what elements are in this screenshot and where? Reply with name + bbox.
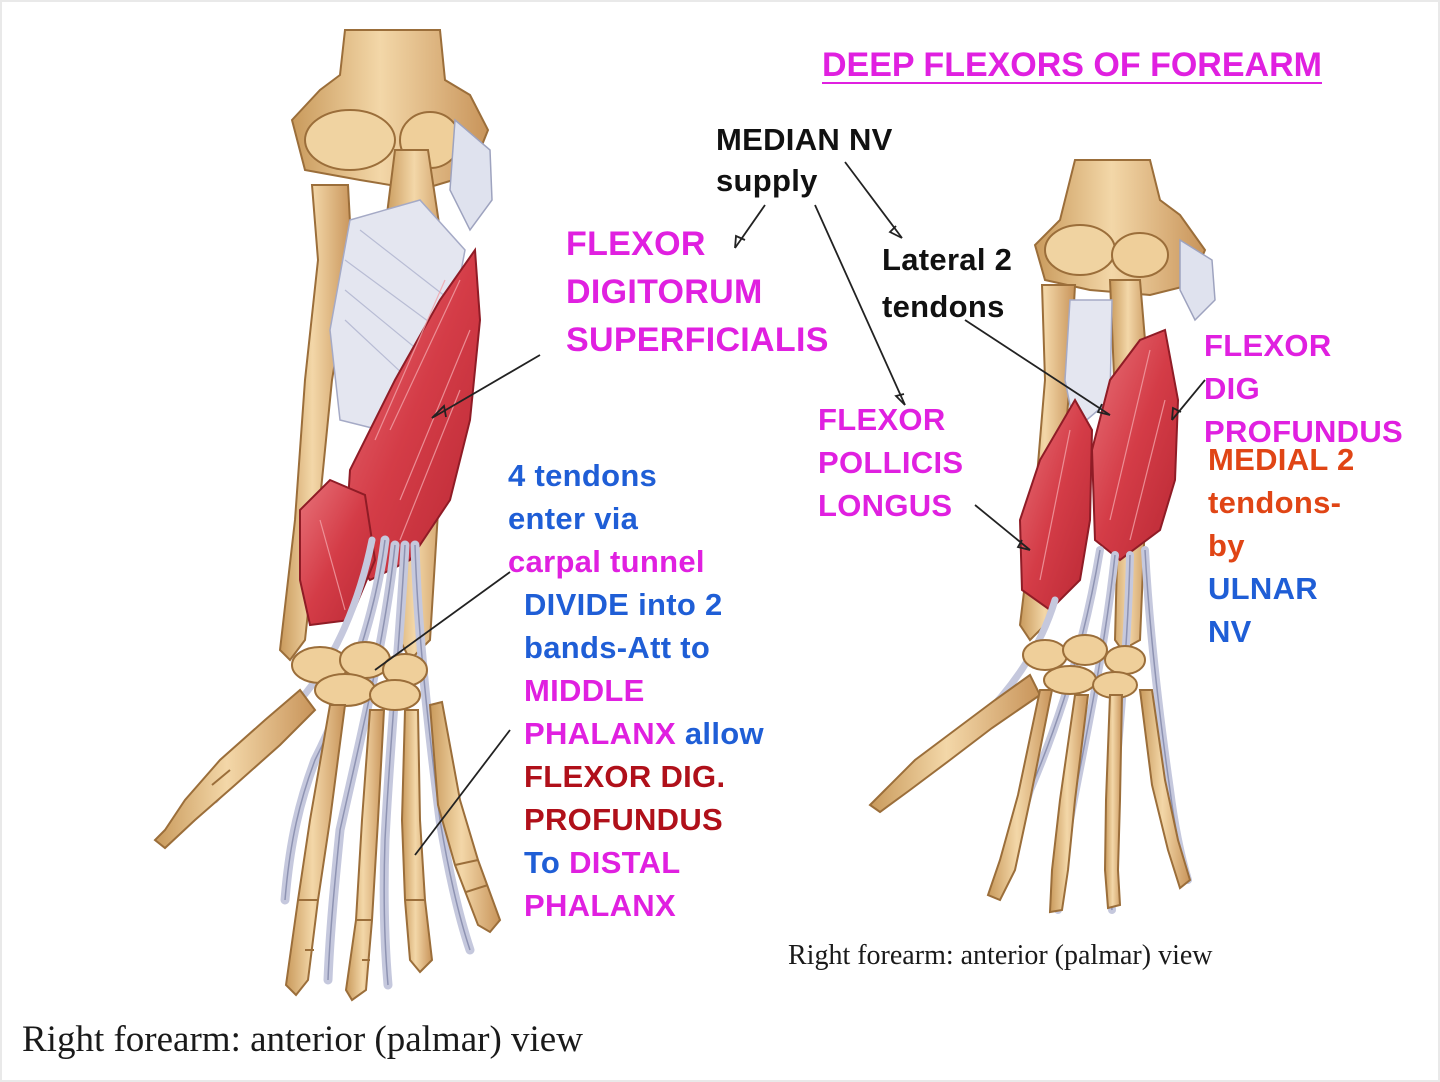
tendons-note-line10-distal: DISTAL xyxy=(569,845,681,880)
tendons-note-line7-phalanx: PHALANX xyxy=(524,716,676,751)
fpl-line1: FLEXOR xyxy=(818,402,946,437)
fdp-line1: FLEXOR xyxy=(1204,328,1332,363)
medial-tendons-line4: ULNAR xyxy=(1208,571,1318,606)
caption-right: Right forearm: anterior (palmar) view xyxy=(788,940,1213,971)
median-nerve-line2: supply xyxy=(716,163,818,198)
tendons-note-line7: PHALANX allow xyxy=(524,712,764,755)
tendons-note-line5: bands-Att to xyxy=(524,630,711,665)
tendons-note: 4 tendons enter via carpal tunnel xyxy=(508,454,705,583)
tendons-note-line11: PHALANX xyxy=(524,888,676,923)
fds-line3: SUPERFICIALIS xyxy=(566,321,829,359)
left-forearm xyxy=(153,29,502,1002)
caption-left: Right forearm: anterior (palmar) view xyxy=(22,1019,583,1060)
tendons-note-line3: carpal tunnel xyxy=(508,544,705,579)
lateral-tendons-label: Lateral 2 tendons xyxy=(882,238,1012,328)
tendons-note-line7-allow: allow xyxy=(675,716,764,751)
tendons-note-line4: DIVIDE into 2 xyxy=(524,587,723,622)
fpl-line2: POLLICIS xyxy=(818,445,964,480)
median-nerve-label: MEDIAN NV supply xyxy=(716,118,893,202)
fdp-label: FLEXOR DIG PROFUNDUS xyxy=(1204,324,1403,453)
tendons-note-line1: 4 tendons xyxy=(508,458,658,493)
fdp-line3: PROFUNDUS xyxy=(1204,414,1404,449)
fds-label: FLEXOR DIGITORUM SUPERFICIALIS xyxy=(566,220,829,364)
tendons-note-line6: MIDDLE xyxy=(524,673,645,708)
fpl-label: FLEXOR POLLICIS LONGUS xyxy=(818,398,963,527)
median-nerve-line1: MEDIAN NV xyxy=(716,122,893,157)
lateral-tendons-line1: Lateral 2 xyxy=(882,242,1013,277)
medial-tendons-line1: MEDIAL 2 xyxy=(1208,442,1355,477)
pointer-lines xyxy=(374,161,1206,856)
right-forearm xyxy=(868,159,1216,914)
medial-tendons-label: MEDIAL 2 tendons- by ULNAR NV xyxy=(1208,438,1355,653)
medial-tendons-line2: tendons- xyxy=(1208,485,1342,520)
medial-tendons-line5: NV xyxy=(1208,614,1252,649)
fds-line2: DIGITORUM xyxy=(566,273,763,311)
tendons-note-line9: PROFUNDUS xyxy=(524,802,724,837)
tendons-note-line10-to: To xyxy=(524,845,570,880)
lateral-tendons-line2: tendons xyxy=(882,289,1005,324)
tendons-note-continued: DIVIDE into 2 bands-Att to MIDDLE PHALAN… xyxy=(524,583,764,927)
tendons-note-line8: FLEXOR DIG. xyxy=(524,759,726,794)
tendons-note-line2: enter via xyxy=(508,501,639,536)
fds-line1: FLEXOR xyxy=(566,225,706,263)
fdp-line2: DIG xyxy=(1204,371,1261,406)
tendons-note-line10: To DISTAL xyxy=(524,841,764,884)
fpl-line3: LONGUS xyxy=(818,488,953,523)
diagram-title: DEEP FLEXORS OF FOREARM xyxy=(822,46,1322,84)
medial-tendons-line3: by xyxy=(1208,528,1245,563)
